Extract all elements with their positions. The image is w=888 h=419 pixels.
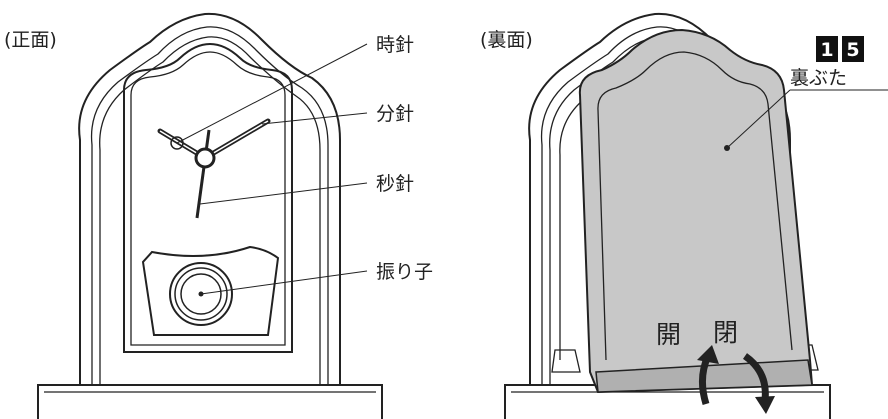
label-hour-hand: 時針 <box>376 34 414 56</box>
label-pendulum: 振り子 <box>376 261 433 283</box>
front-case <box>37 12 383 419</box>
label-second-hand: 秒針 <box>376 173 414 195</box>
front-leaders <box>176 43 368 295</box>
label-back-cover: 裏ぶた <box>790 67 847 89</box>
front-view-label: (正面) <box>4 29 57 51</box>
back-view: (裏面) 開 閉 <box>480 12 888 419</box>
back-view-label: (裏面) <box>480 29 533 51</box>
front-view: (正面) <box>4 12 433 419</box>
clock-hands <box>157 118 271 219</box>
badge-digit-2: 5 <box>846 39 859 61</box>
badge-digit-1: 1 <box>820 39 833 61</box>
back-cover <box>578 28 814 394</box>
open-label: 開 <box>656 320 681 349</box>
close-arrow-icon <box>742 353 775 414</box>
page-number-badge: 1 5 <box>816 36 864 62</box>
open-arrow-icon <box>697 345 719 406</box>
label-minute-hand: 分針 <box>376 103 414 125</box>
second-hand <box>195 129 211 219</box>
hand-hub <box>194 147 216 169</box>
close-label: 閉 <box>713 318 738 347</box>
pendulum <box>141 245 280 336</box>
